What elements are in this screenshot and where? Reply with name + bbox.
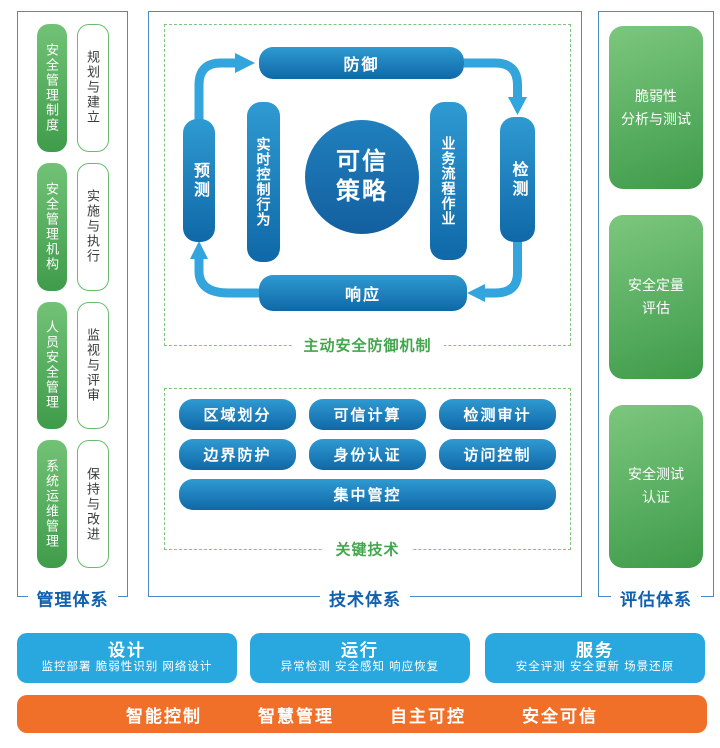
evaluation-box-line: 脆弱性 <box>635 87 677 104</box>
tech-button: 可信计算 <box>309 399 426 430</box>
defense-cycle-label: 主动安全防御机制 <box>291 334 444 356</box>
management-panel-label: 管理体系 <box>27 585 118 611</box>
evaluation-panel-label: 评估体系 <box>611 585 701 611</box>
trusted-strategy-line1: 可信 <box>336 148 388 175</box>
tech-button: 访问控制 <box>439 439 556 470</box>
cycle-arrows <box>190 53 527 302</box>
management-step: 规划与建立 <box>76 24 109 152</box>
key-tech-label: 关键技术 <box>323 538 412 560</box>
management-pill: 人员安全管理 <box>36 301 67 430</box>
banner-item: 智慧管理 <box>258 706 334 726</box>
evaluation-box-line: 认证 <box>642 489 670 506</box>
arrowhead-left-icon <box>467 284 485 302</box>
service-card: 服务 安全评测 安全更新 场景还原 <box>485 633 705 683</box>
key-tech-grid: 区域划分 可信计算 检测审计 边界防护 身份认证 访问控制 集中管控 <box>179 399 556 510</box>
design-card: 设计 监控部署 脆弱性识别 网络设计 <box>17 633 237 683</box>
arrow-defend-to-detect <box>464 58 522 97</box>
defense-cycle-box: 防御 预测 实时控制行为 可信 策略 业务流程作业 检测 响应 主动安全防御机制 <box>164 24 571 356</box>
arrow-predict-to-defend <box>194 58 235 121</box>
run-card: 运行 异常检测 安全感知 响应恢复 <box>250 633 470 683</box>
management-row: 系统运维管理 保持与改进 <box>36 440 109 568</box>
trusted-strategy-line2: 策略 <box>336 178 388 205</box>
run-card-subtitle: 异常检测 安全感知 响应恢复 <box>280 661 440 674</box>
evaluation-box: 安全测试 认证 <box>609 404 703 568</box>
evaluation-box-line: 安全定量 <box>628 276 684 293</box>
capability-banner: 智能控制 智慧管理 自主可控 安全可信 <box>17 695 707 733</box>
service-card-title: 服务 <box>576 641 614 661</box>
evaluation-box-line: 安全测试 <box>628 466 684 483</box>
management-step: 监视与评审 <box>76 301 109 430</box>
arrowhead-up-icon <box>190 241 208 259</box>
arrowhead-down-icon <box>508 97 527 115</box>
banner-item: 安全可信 <box>522 706 598 726</box>
evaluation-box-line: 评估 <box>642 299 670 316</box>
management-panel: 安全管理制度 规划与建立 安全管理机构 实施与执行 人员安全管理 监视与评审 系… <box>17 11 128 611</box>
evaluation-box: 脆弱性 分析与测试 <box>609 26 703 190</box>
management-panel-body: 安全管理制度 规划与建立 安全管理机构 实施与执行 人员安全管理 监视与评审 系… <box>18 12 127 596</box>
arrow-respond-to-predict <box>194 259 259 298</box>
arrow-detect-to-respond <box>485 240 522 298</box>
tech-button: 边界防护 <box>179 439 296 470</box>
management-row: 安全管理机构 实施与执行 <box>36 162 109 291</box>
management-pill: 安全管理制度 <box>36 24 67 152</box>
evaluation-panel-body: 脆弱性 分析与测试 安全定量 评估 安全测试 认证 <box>599 12 713 596</box>
evaluation-box-line: 分析与测试 <box>621 110 691 127</box>
cycle-business-flow-pill: 业务流程作业 <box>430 102 467 260</box>
tech-button: 检测审计 <box>439 399 556 430</box>
cycle-defend-pill: 防御 <box>259 47 464 79</box>
cycle-predict-pill: 预测 <box>183 119 215 242</box>
banner-item: 自主可控 <box>390 706 466 726</box>
cycle-respond-pill: 响应 <box>259 275 467 311</box>
technology-panel-label: 技术体系 <box>320 585 410 611</box>
banner-item: 智能控制 <box>126 706 202 726</box>
evaluation-panel: 脆弱性 分析与测试 安全定量 评估 安全测试 认证 评估体系 <box>598 11 714 611</box>
key-tech-box: 区域划分 可信计算 检测审计 边界防护 身份认证 访问控制 集中管控 关键技术 <box>164 388 571 560</box>
tech-button: 区域划分 <box>179 399 296 430</box>
technology-panel: 防御 预测 实时控制行为 可信 策略 业务流程作业 检测 响应 主动安全防御机制… <box>148 11 582 611</box>
run-card-title: 运行 <box>341 641 379 661</box>
cycle-detect-pill: 检测 <box>500 117 535 242</box>
tech-button: 身份认证 <box>309 439 426 470</box>
evaluation-box: 安全定量 评估 <box>609 215 703 379</box>
design-card-title: 设计 <box>108 641 146 661</box>
management-step: 实施与执行 <box>76 162 109 291</box>
design-card-subtitle: 监控部署 脆弱性识别 网络设计 <box>41 661 213 674</box>
management-pill: 安全管理机构 <box>36 162 67 291</box>
trusted-strategy-circle: 可信 策略 <box>305 120 419 234</box>
arrowhead-right-icon <box>235 53 255 73</box>
service-card-subtitle: 安全评测 安全更新 场景还原 <box>515 661 675 674</box>
management-row: 人员安全管理 监视与评审 <box>36 301 109 430</box>
cycle-realtime-control-pill: 实时控制行为 <box>247 102 280 262</box>
management-row: 安全管理制度 规划与建立 <box>36 24 109 152</box>
management-step: 保持与改进 <box>76 440 109 568</box>
tech-button-central-control: 集中管控 <box>179 479 556 510</box>
management-pill: 系统运维管理 <box>36 440 67 568</box>
